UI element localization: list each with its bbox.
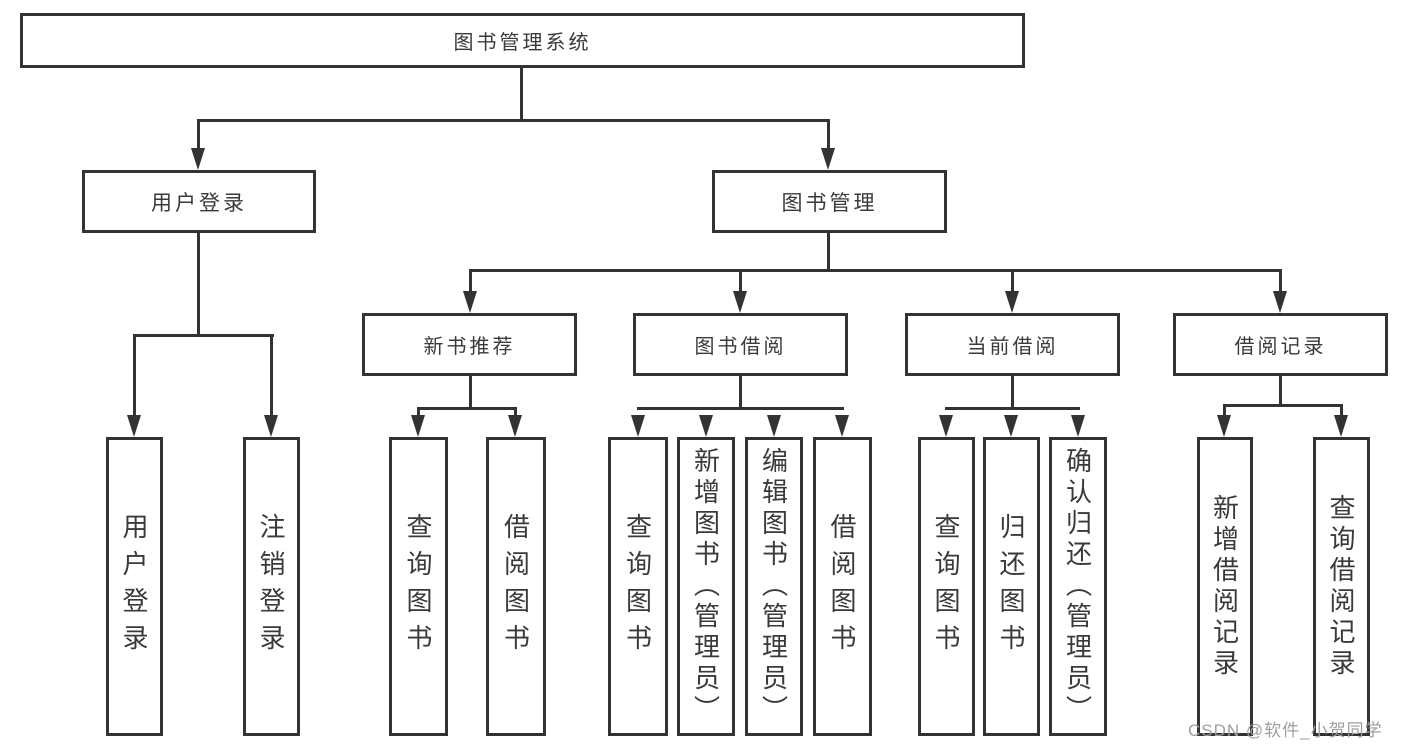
arrow-down-icon [631,415,645,437]
arrow-down-icon [264,415,278,437]
node-current-borrow: 当前借阅 [905,313,1120,376]
arrow-down-icon [767,415,781,437]
connector-line [1340,404,1343,417]
connector-line [197,119,830,122]
leaf-add-book-admin: 新增图书（管理员） [677,437,735,736]
arrow-down-icon [939,415,953,437]
node-user-login: 用户登录 [82,170,316,233]
leaf-query-book-borrow: 查询图书 [608,437,668,736]
connector-line [520,66,523,120]
connector-line [469,269,1282,272]
arrow-down-icon [1273,291,1287,313]
arrow-down-icon [1005,291,1019,313]
arrow-down-icon [411,415,425,437]
arrow-down-icon [733,291,747,313]
arrow-down-icon [1217,415,1231,437]
watermark: CSDN @软件_小贺同学 [1188,721,1383,740]
arrow-down-icon [835,415,849,437]
connector-line [1279,374,1282,407]
connector-line [637,407,844,410]
leaf-borrow-book: 借阅图书 [813,437,872,736]
node-book-management: 图书管理 [712,170,947,233]
connector-line [197,119,200,150]
arrow-down-icon [463,291,477,313]
arrow-down-icon [191,148,205,170]
arrow-down-icon [1004,415,1018,437]
node-new-book-recommend: 新书推荐 [362,313,577,376]
connector-line [514,407,517,418]
arrow-down-icon [1071,415,1085,437]
connector-line [133,334,136,417]
connector-line [1223,404,1226,417]
connector-line [270,334,273,417]
arrow-down-icon [127,415,141,437]
arrow-down-icon [821,148,835,170]
connector-line [417,407,517,410]
connector-line [133,334,274,337]
leaf-query-book-current: 查询图书 [918,437,975,736]
leaf-borrow-book-recommend: 借阅图书 [486,437,546,736]
leaf-query-borrow-record: 查询借阅记录 [1313,437,1370,736]
connector-line [1223,404,1343,407]
connector-line [197,231,200,335]
node-borrow-records: 借阅记录 [1173,313,1388,376]
connector-line [1011,269,1014,294]
arrow-down-icon [1334,415,1348,437]
leaf-query-book-recommend: 查询图书 [389,437,448,736]
connector-line [469,374,472,410]
leaf-user-login: 用户登录 [106,437,163,736]
connector-line [1279,269,1282,294]
leaf-return-book: 归还图书 [983,437,1040,736]
connector-line [469,269,472,294]
leaf-edit-book-admin: 编辑图书（管理员） [745,437,803,736]
arrow-down-icon [508,415,522,437]
leaf-confirm-return-admin: 确认归还（管理员） [1049,437,1107,736]
connector-line [945,407,1080,410]
connector-line [417,407,420,418]
connector-line [827,119,830,150]
connector-line [827,231,830,271]
leaf-logout: 注销登录 [243,437,300,736]
node-book-borrow: 图书借阅 [633,313,848,376]
connector-line [739,269,742,294]
node-root: 图书管理系统 [20,13,1025,68]
arrow-down-icon [699,415,713,437]
connector-line [1011,374,1014,410]
leaf-add-borrow-record: 新增借阅记录 [1197,437,1253,736]
connector-line [739,374,742,410]
